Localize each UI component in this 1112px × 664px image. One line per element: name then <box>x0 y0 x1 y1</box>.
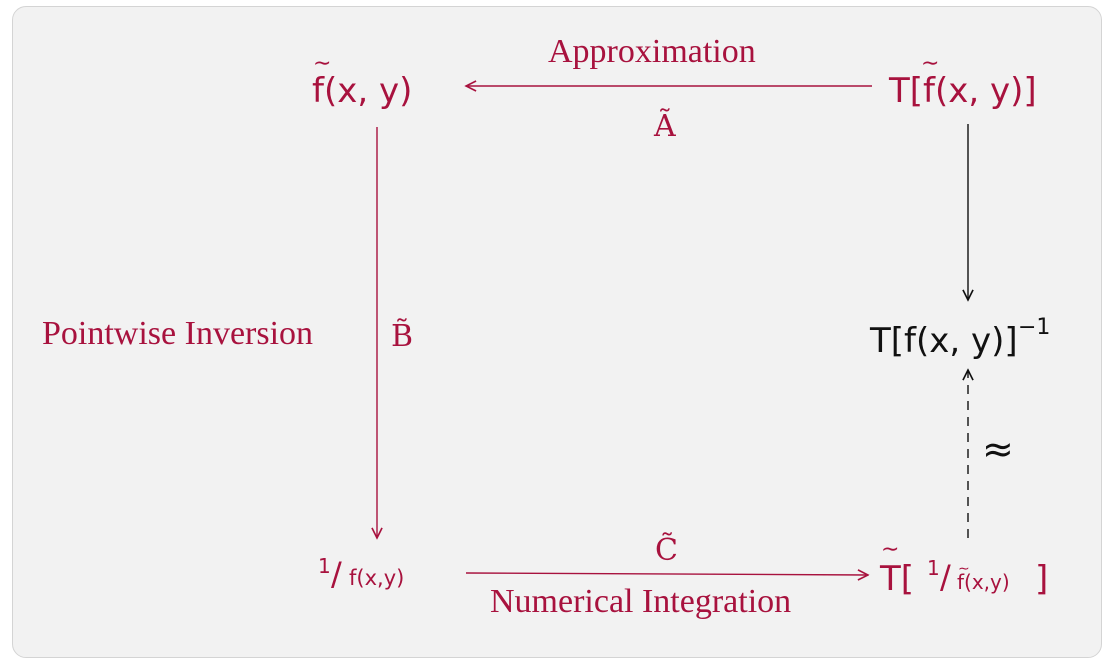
T-tilde-denominator: f(x,y) <box>957 570 1010 594</box>
tilde-accent: ∼ <box>313 51 331 76</box>
node-T-tilde-suffix: ] <box>1035 559 1048 599</box>
node-T-f-inverse-exponent: −1 <box>1018 315 1050 340</box>
reciprocal-numerator: 1 <box>318 554 331 578</box>
reciprocal-slash: / <box>331 555 342 593</box>
symbol-A-tilde: Ã <box>653 108 676 144</box>
label-numerical-integration: Numerical Integration <box>490 583 791 620</box>
node-T-tilde-prefix: T[ <box>879 559 914 599</box>
tilde-accent: ∼ <box>881 537 899 562</box>
label-pointwise-inversion: Pointwise Inversion <box>42 315 313 352</box>
symbol-C-tilde: C̃ <box>655 533 678 568</box>
T-tilde-slash: / <box>940 558 951 596</box>
reciprocal-denominator: f(x,y) <box>349 566 404 590</box>
symbol-B-tilde: B̃ <box>391 319 413 354</box>
tilde-accent: ∼ <box>921 51 939 76</box>
T-tilde-numerator: 1 <box>927 556 940 580</box>
diagram-frame <box>12 6 1102 658</box>
node-f-tilde: f(x, y) <box>312 71 412 111</box>
label-approximation: Approximation <box>548 33 756 70</box>
tilde-accent: ∼ <box>958 561 970 577</box>
node-T-f-tilde: T[f(x, y)] <box>888 71 1037 111</box>
arrow-numerical-integration <box>465 573 868 575</box>
symbol-approx: ≈ <box>982 427 1014 471</box>
node-T-f-inverse: T[f(x, y)] <box>869 321 1018 361</box>
